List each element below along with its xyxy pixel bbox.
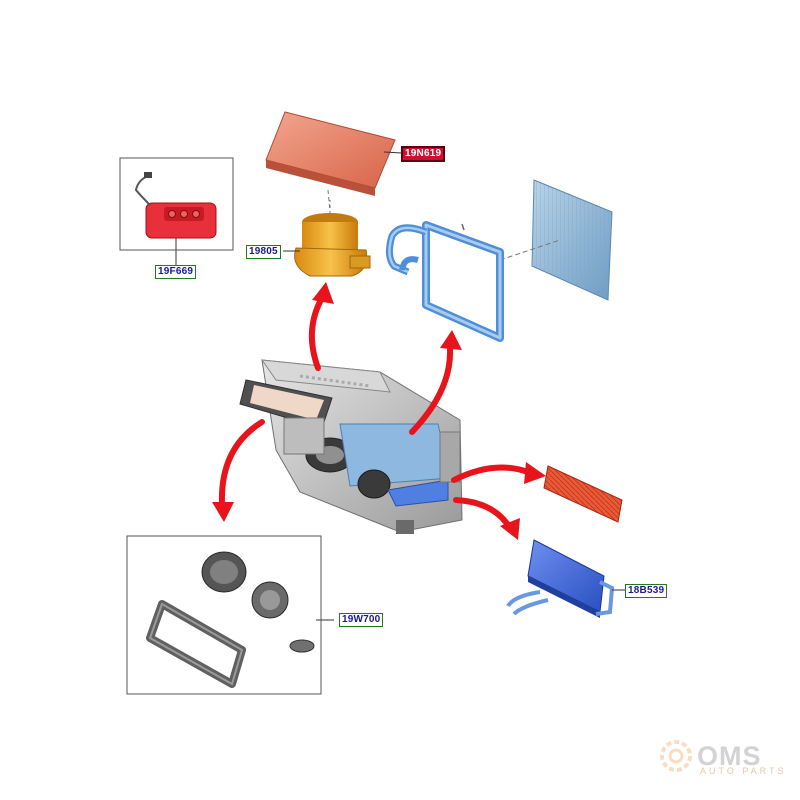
blower-motor: [294, 200, 371, 277]
heater-core: [506, 539, 626, 618]
flow-arrows: [212, 282, 546, 540]
arrow-to-blower: [308, 295, 325, 371]
seal-kit-box-frame: [126, 535, 322, 695]
evaporator-frame: [385, 221, 504, 342]
arrow-head-evaporator: [440, 330, 462, 350]
callout-heater-core: 18B539: [625, 584, 668, 598]
arrow-to-evaporator: [409, 345, 454, 435]
leader-line: [383, 151, 403, 154]
arrow-to-heater-core: [453, 497, 513, 531]
callout-seal-kit: 19W700: [339, 613, 384, 627]
arrow-head-seals: [212, 502, 234, 522]
arrow-to-heater-panel: [451, 464, 531, 483]
callout-cabin-filter: 19N619: [401, 146, 446, 162]
resistor-module: [134, 172, 217, 265]
arrow-head-heater-panel: [524, 462, 546, 484]
cabin-air-filter: [265, 111, 396, 213]
watermark-gear-icon: [660, 740, 692, 772]
watermark-sub: AUTO PARTS: [700, 766, 787, 776]
heater-panel: [543, 465, 623, 523]
resistor-box-frame: [119, 157, 234, 251]
arrow-to-seals: [218, 419, 265, 507]
seal-kit: [146, 551, 334, 688]
arrow-head-blower: [312, 282, 334, 304]
callout-resistor: 19F669: [155, 265, 197, 279]
arrow-head-heater-core: [500, 518, 520, 540]
hvac-housing: [239, 359, 463, 534]
evaporator-core: [499, 179, 613, 301]
callout-blower-motor: 19805: [246, 245, 281, 259]
watermark-brand: OMS: [697, 741, 762, 771]
